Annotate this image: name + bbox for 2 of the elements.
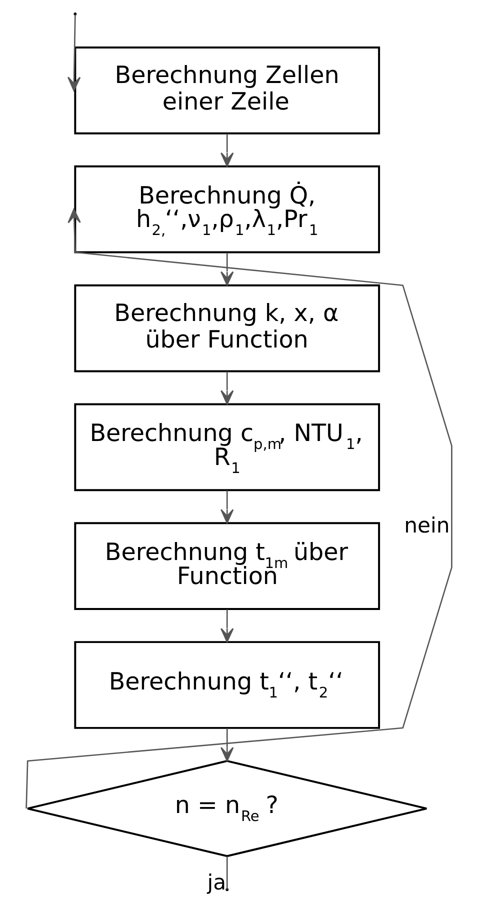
- edge-label: nein: [404, 512, 450, 538]
- edge-label: ja: [206, 870, 226, 895]
